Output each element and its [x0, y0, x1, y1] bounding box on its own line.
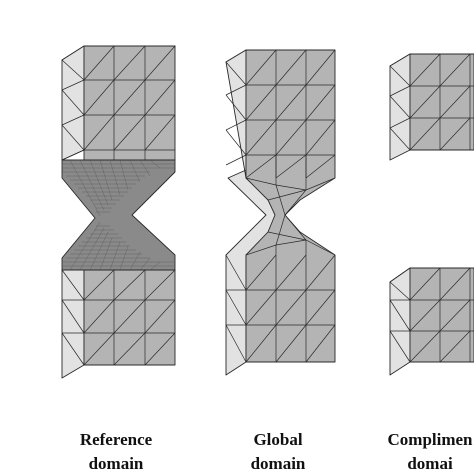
reference-domain-caption: Reference domain [56, 428, 176, 476]
complementary-caption-line1: Complimen [387, 430, 473, 449]
reference-mesh-lines [61, 45, 176, 366]
complementary-mesh-lines [389, 53, 474, 363]
complementary-domain-caption: Complimen domai [360, 428, 474, 476]
complementary-caption-line2: domai [407, 454, 453, 473]
reference-caption-line1: Reference [79, 430, 153, 449]
complementary-lower-front [409, 267, 474, 363]
complementary-domain-mesh [389, 53, 474, 376]
complementary-upper-front [409, 53, 474, 151]
global-domain-mesh [225, 49, 336, 376]
global-domain-caption: Global domain [218, 428, 338, 476]
reference-caption-line2: domain [88, 454, 144, 473]
global-mesh-lines [225, 49, 336, 363]
global-front [245, 49, 336, 363]
global-caption-line2: domain [250, 454, 306, 473]
global-caption-line1: Global [253, 430, 303, 449]
complementary-lower-side [389, 267, 411, 376]
